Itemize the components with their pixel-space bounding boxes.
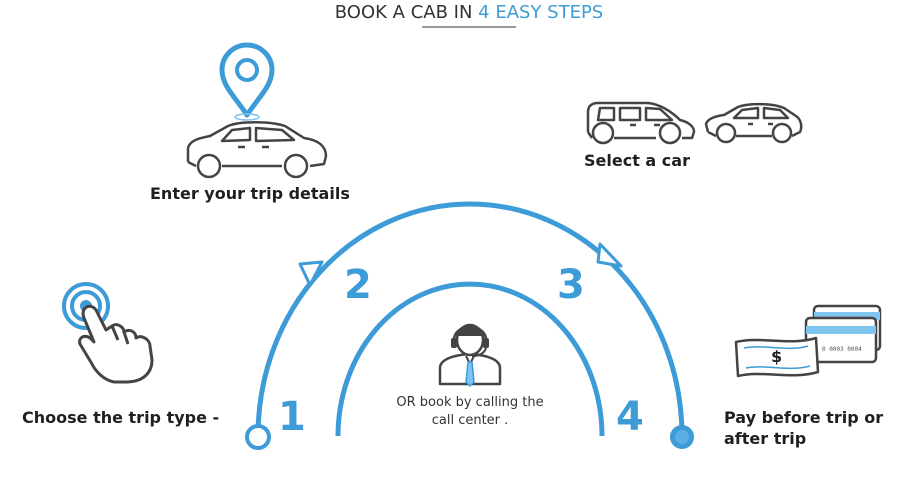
- card-number-text: 0 0003 0004: [822, 346, 862, 353]
- start-dot: [245, 424, 271, 450]
- title-underline: [422, 26, 516, 28]
- step-1-label: Choose the trip type -: [22, 408, 220, 427]
- step-number-2: 2: [344, 262, 372, 308]
- outer-arc: [255, 201, 685, 437]
- tap-finger-icon: [62, 282, 154, 384]
- step-4-label-line-1: Pay before trip or: [724, 408, 884, 427]
- sedan-car-icon: [186, 121, 328, 179]
- step-3-label: Select a car: [584, 151, 690, 170]
- end-dot-inner: [675, 430, 689, 444]
- arrow-head-right: [596, 242, 623, 268]
- cash-and-cards-icon: 0 0003 0004 $: [734, 304, 882, 378]
- call-center-line-1: OR book by calling the: [396, 395, 544, 410]
- title-prefix: BOOK A CAB IN: [334, 2, 479, 23]
- step-4-label-line-2: after trip: [724, 429, 807, 448]
- title-accent: 4 EASY STEPS: [478, 2, 604, 23]
- arrow-head-left: [298, 260, 324, 287]
- hatchback-car-icon: [704, 102, 803, 144]
- step-number-1: 1: [278, 394, 306, 440]
- currency-symbol: $: [771, 347, 782, 366]
- suv-car-icon: [586, 101, 696, 145]
- call-center-line-2: call center .: [431, 413, 509, 428]
- page-title: BOOK A CAB IN 4 EASY STEPS: [0, 2, 900, 23]
- headset-agent-icon: [438, 323, 502, 388]
- step-number-4: 4: [616, 394, 644, 440]
- inner-arc: [335, 281, 605, 437]
- call-center-text: OR book by calling the call center .: [380, 394, 560, 430]
- location-pin-icon: [219, 42, 275, 121]
- step-number-3: 3: [557, 262, 585, 308]
- step-2-label: Enter your trip details: [150, 184, 350, 203]
